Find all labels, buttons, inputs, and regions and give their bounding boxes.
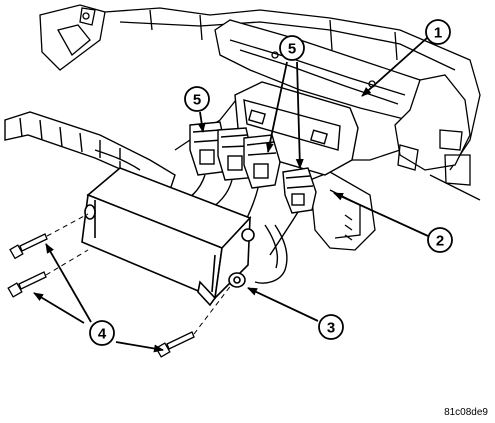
- connector-3: [243, 134, 281, 189]
- alignment-lines: [45, 213, 233, 335]
- callout-2-label: 2: [436, 233, 444, 250]
- connector-1: [189, 121, 227, 176]
- dashboard-structure: [39, 4, 481, 251]
- callout-4-label: 4: [98, 326, 107, 343]
- connector-4: [282, 167, 317, 214]
- callout-3-label: 3: [327, 320, 335, 337]
- callout-1-label: 1: [434, 25, 442, 42]
- callout-5-left-label: 5: [193, 92, 201, 109]
- callout-5-right: 5: [279, 35, 305, 61]
- callout-3: 3: [318, 314, 344, 340]
- bolt-3: [155, 331, 195, 358]
- callout-5-right-label: 5: [288, 41, 296, 58]
- figure-id: 81c08de9: [444, 407, 488, 418]
- leader-lines: [33, 37, 429, 353]
- callout-1: 1: [425, 19, 451, 45]
- bolt-2: [7, 271, 47, 298]
- airbag-control-module: [81, 167, 255, 307]
- bolt-1: [9, 233, 48, 260]
- callout-2: 2: [427, 227, 453, 253]
- callout-5-left: 5: [184, 86, 210, 112]
- callout-4: 4: [89, 320, 115, 346]
- wire-harness-sleeve: [4, 111, 176, 191]
